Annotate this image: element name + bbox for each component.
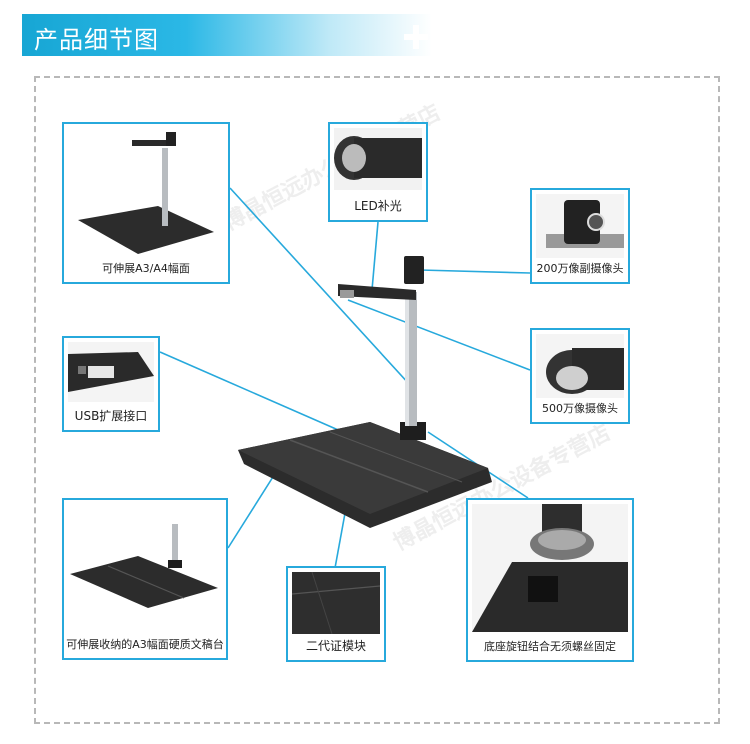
callout-label: LED补光 — [354, 199, 402, 213]
callout-label: 可伸展A3/A4幅面 — [102, 262, 190, 275]
plus-icon — [404, 25, 428, 49]
base-knob-image — [472, 504, 628, 632]
main-product-image — [238, 256, 492, 528]
main-camera-image — [536, 334, 624, 398]
callout-label: 底座旋钮结合无须螺丝固定 — [484, 640, 616, 653]
led-lamp-image — [334, 128, 422, 190]
callout-led: LED补光 — [328, 122, 428, 222]
callout-id-card-module: 二代证模块 — [286, 566, 386, 662]
callout-usb-port: USB扩展接口 — [62, 336, 160, 432]
callout-label: 可伸展收纳的A3幅面硬质文稿台 — [66, 638, 224, 651]
secondary-camera-image — [536, 194, 624, 258]
callout-label: 二代证模块 — [305, 639, 366, 653]
callout-2mp-camera: 200万像副摄像头 — [530, 188, 630, 284]
section-header-banner: 产品细节图 — [22, 14, 432, 56]
callout-label: 200万像副摄像头 — [536, 262, 624, 275]
extend-pad-image — [78, 132, 214, 254]
foldable-pad-image — [70, 524, 218, 608]
id-card-module-image — [292, 572, 380, 634]
usb-port-image — [68, 342, 154, 402]
callout-base-knob: 底座旋钮结合无须螺丝固定 — [466, 498, 634, 662]
section-title: 产品细节图 — [34, 26, 159, 54]
callout-5mp-camera: 500万像摄像头 — [530, 328, 630, 424]
callout-label: USB扩展接口 — [74, 409, 148, 423]
callout-label: 500万像摄像头 — [542, 402, 618, 415]
callout-foldable-pad: 可伸展收纳的A3幅面硬质文稿台 — [62, 498, 228, 660]
callout-extendable-pad: 可伸展A3/A4幅面 — [62, 122, 230, 284]
detail-frame — [34, 76, 720, 724]
